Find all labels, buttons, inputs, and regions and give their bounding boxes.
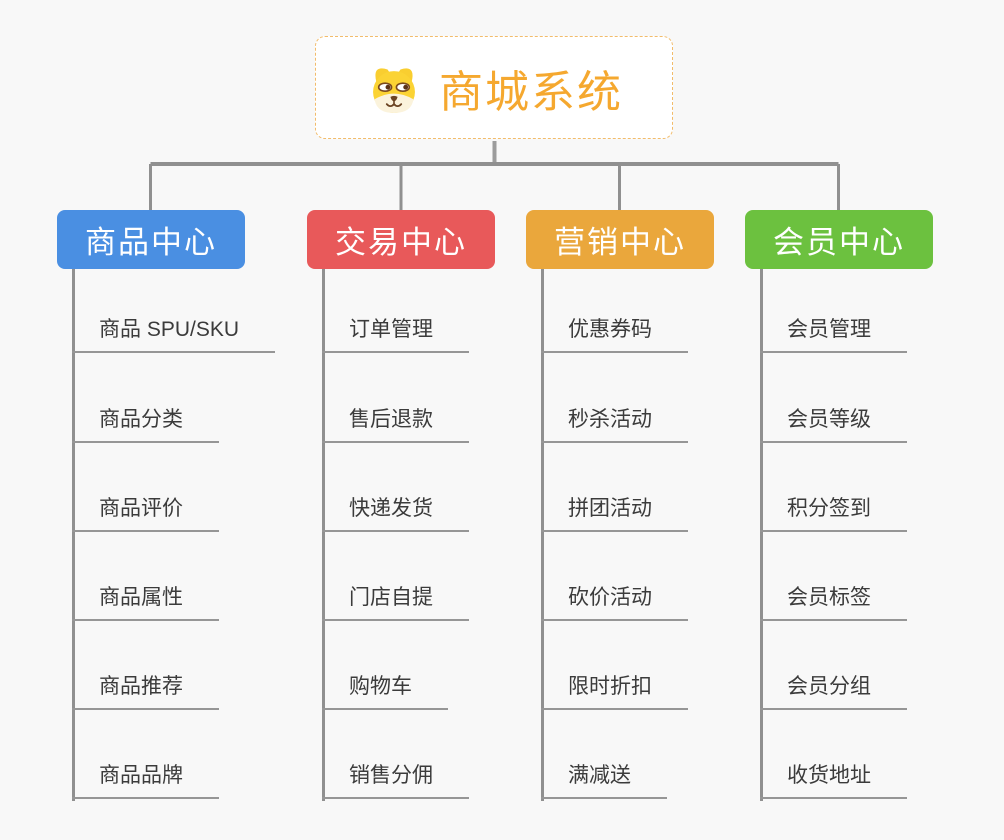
branch-node-marketing-center[interactable]: 营销中心 xyxy=(526,210,714,269)
branch-label: 会员中心 xyxy=(773,225,905,260)
leaf-topic[interactable]: 商品推荐 xyxy=(72,669,219,710)
leaf-topic[interactable]: 秒杀活动 xyxy=(541,402,688,443)
root-topic-title: 商城系统 xyxy=(439,67,623,117)
leaf-topic[interactable]: 门店自提 xyxy=(322,580,469,621)
leaf-topic[interactable]: 会员分组 xyxy=(760,669,907,710)
branch-node-product-center[interactable]: 商品中心 xyxy=(57,210,245,269)
leaf-topic[interactable]: 积分签到 xyxy=(760,491,907,532)
leaf-topic[interactable]: 快递发货 xyxy=(322,491,469,532)
root-topic[interactable]: 商城系统 xyxy=(315,36,673,139)
leaf-topic[interactable]: 收货地址 xyxy=(760,758,907,799)
branch-node-member-center[interactable]: 会员中心 xyxy=(745,210,933,269)
leaf-topic[interactable]: 砍价活动 xyxy=(541,580,688,621)
branch-node-trade-center[interactable]: 交易中心 xyxy=(307,210,495,269)
leaf-topic[interactable]: 售后退款 xyxy=(322,402,469,443)
leaf-topic[interactable]: 商品 SPU/SKU xyxy=(72,312,276,353)
branch-marketing-center: 营销中心 优惠券码 秒杀活动 拼团活动 砍价活动 限时折扣 满减送 xyxy=(526,0,714,840)
leaf-topic[interactable]: 会员管理 xyxy=(760,312,907,353)
branch-label: 交易中心 xyxy=(335,225,467,260)
leaf-topic[interactable]: 会员等级 xyxy=(760,402,907,443)
leaf-topic[interactable]: 限时折扣 xyxy=(541,669,688,710)
branch-label: 营销中心 xyxy=(554,225,686,260)
leaf-topic[interactable]: 满减送 xyxy=(541,758,667,799)
root-connector-lines xyxy=(149,141,840,211)
leaf-topic[interactable]: 拼团活动 xyxy=(541,491,688,532)
leaf-topic[interactable]: 商品评价 xyxy=(72,491,219,532)
leaf-topic[interactable]: 优惠券码 xyxy=(541,312,688,353)
branch-trunk-line xyxy=(541,269,544,801)
branch-label: 商品中心 xyxy=(85,225,217,260)
leaf-topic[interactable]: 商品品牌 xyxy=(72,758,219,799)
branch-member-center: 会员中心 会员管理 会员等级 积分签到 会员标签 会员分组 收货地址 xyxy=(745,0,933,840)
leaf-topic[interactable]: 购物车 xyxy=(322,669,448,710)
dog-face-icon xyxy=(373,67,415,113)
leaf-topic[interactable]: 商品分类 xyxy=(72,402,219,443)
branch-product-center: 商品中心 商品 SPU/SKU 商品分类 商品评价 商品属性 商品推荐 商品品牌 xyxy=(57,0,276,840)
leaf-topic[interactable]: 商品属性 xyxy=(72,580,219,621)
leaf-topic[interactable]: 会员标签 xyxy=(760,580,907,621)
leaf-topic[interactable]: 销售分佣 xyxy=(322,758,469,799)
branch-trade-center: 交易中心 订单管理 售后退款 快递发货 门店自提 购物车 销售分佣 xyxy=(307,0,495,840)
branch-trunk-line xyxy=(72,269,75,801)
branch-trunk-line xyxy=(760,269,763,801)
branch-trunk-line xyxy=(322,269,325,801)
leaf-topic[interactable]: 订单管理 xyxy=(322,312,469,353)
